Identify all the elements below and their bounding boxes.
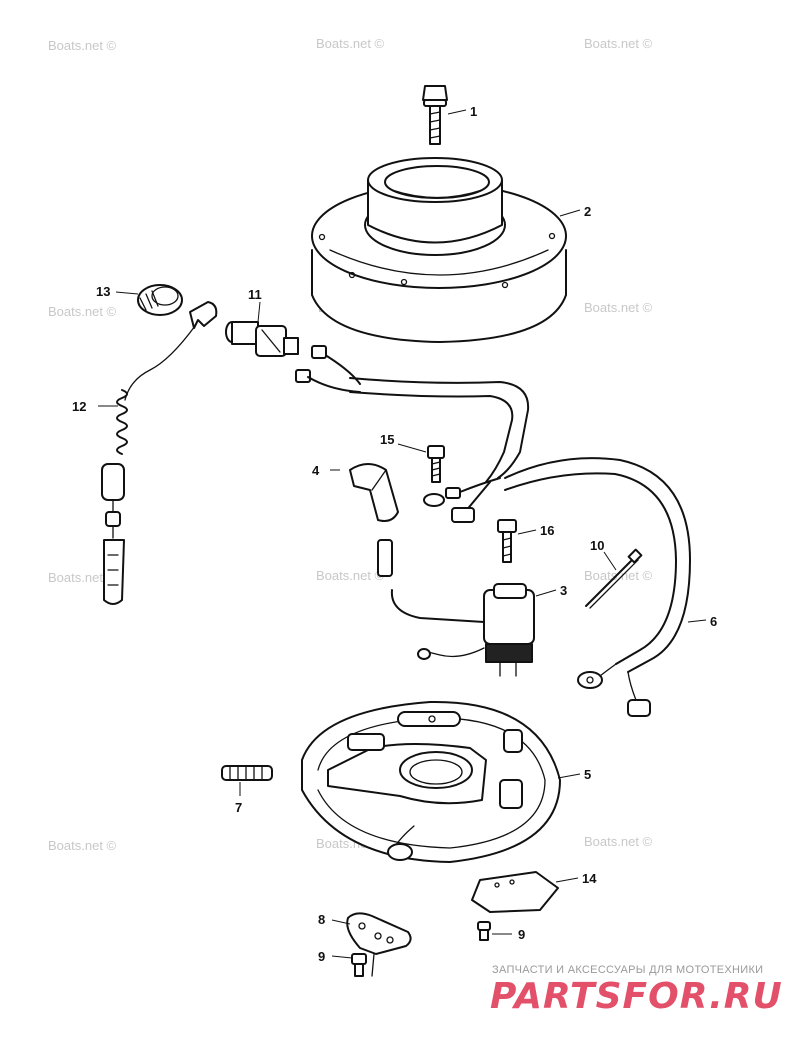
callout-13: 13 xyxy=(96,284,110,299)
part-6-wire-lead[interactable] xyxy=(504,457,691,717)
watermark: Boats.net © xyxy=(316,36,385,51)
watermark: Boats.net © xyxy=(48,570,117,585)
watermark: Boats.net © xyxy=(48,838,117,853)
part-5-stator-plate[interactable] xyxy=(301,700,561,863)
leader-lines xyxy=(98,109,707,959)
watermark: Boats.net © xyxy=(584,834,653,849)
part-4-boot[interactable] xyxy=(349,463,399,577)
callout-8: 8 xyxy=(318,912,325,927)
brand-logo: PARTSFOR.RU xyxy=(490,976,783,1017)
part-9-screw[interactable] xyxy=(477,921,491,941)
part-1-screw[interactable] xyxy=(422,85,448,145)
part-10-tie-strap[interactable] xyxy=(585,548,643,609)
callout-9b: 9 xyxy=(518,927,525,942)
callout-11: 11 xyxy=(248,287,262,302)
part-14-plate[interactable] xyxy=(471,871,559,913)
callout-14: 14 xyxy=(582,871,597,886)
part-7-spring[interactable] xyxy=(221,765,273,781)
part-8-bracket[interactable] xyxy=(346,912,412,977)
wire-harness xyxy=(295,345,530,523)
part-12-lanyard[interactable] xyxy=(101,301,218,605)
watermark: Boats.net © xyxy=(584,568,653,583)
callout-16: 16 xyxy=(540,523,554,538)
part-15-screw[interactable] xyxy=(427,445,445,483)
watermark: Boats.net © xyxy=(584,36,653,51)
callout-10: 10 xyxy=(590,538,604,553)
callouts: 1 2 3 4 5 6 7 8 9 9 10 11 12 13 14 15 16 xyxy=(72,104,717,964)
brand-tagline: ЗАПЧАСТИ И АКСЕССУАРЫ ДЛЯ МОТОТЕХНИКИ xyxy=(492,964,764,976)
callout-6: 6 xyxy=(710,614,717,629)
watermark: Boats.net © xyxy=(48,304,117,319)
callout-3: 3 xyxy=(560,583,567,598)
part-16-screw[interactable] xyxy=(497,519,517,563)
watermark: Boats.net © xyxy=(316,568,385,583)
callout-1: 1 xyxy=(470,104,477,119)
callout-2: 2 xyxy=(584,204,591,219)
callout-4: 4 xyxy=(312,463,320,478)
callout-9a: 9 xyxy=(318,949,325,964)
part-9-screw[interactable] xyxy=(351,953,367,977)
callout-7: 7 xyxy=(235,800,242,815)
part-11-stop-switch[interactable] xyxy=(225,321,299,357)
callout-12: 12 xyxy=(72,399,86,414)
part-2-flywheel[interactable] xyxy=(311,157,567,343)
watermark: Boats.net © xyxy=(48,38,117,53)
part-13-cap[interactable] xyxy=(137,284,183,316)
callout-15: 15 xyxy=(380,432,394,447)
callout-5: 5 xyxy=(584,767,591,782)
part-3-coil[interactable] xyxy=(390,583,535,677)
watermark: Boats.net © xyxy=(584,300,653,315)
